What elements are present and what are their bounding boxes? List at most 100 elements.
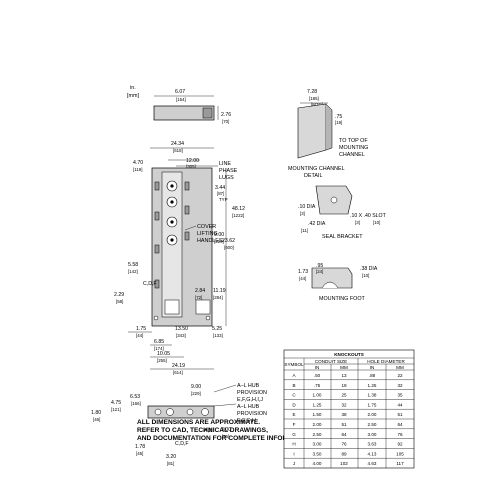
d175-mm: [44] [136,333,143,338]
channel-caption-2: DETAIL [304,173,322,179]
d180-mm: [46] [93,417,100,422]
d300-mm: [76] [222,434,229,439]
d558: 5.58 [128,262,138,268]
foot-d173-mm: [44] [299,276,306,281]
cover-leader [184,225,197,231]
right-slot-2 [184,205,190,215]
col-hole: HOLE DIAMETER [367,359,405,364]
table-cell: J [293,461,295,466]
hub1-line3: E,F,G,H,I,J [237,397,263,403]
d475-mm: [121] [111,407,121,412]
d284: 2.84 [195,288,205,294]
foot-body [311,267,353,289]
table-cell: F [293,422,296,427]
height-dim-mm: [1222] [232,213,244,218]
hub1-leader [213,384,237,393]
top-view-body [153,105,215,121]
d320-mm: [81] [167,461,174,466]
line-label: LINE [219,161,231,167]
table-cell: 51 [397,412,403,417]
foot-hole-left [153,315,159,321]
table-cell: 64 [397,422,403,427]
lifting-label: LIFTING [197,231,218,237]
seal-caption: SEAL BRACKET [322,234,363,240]
d900-bottom-mm: [229] [191,391,201,396]
d1119-mm: [284] [213,295,223,300]
seal-hole [330,196,338,204]
left-slot-2 [154,211,160,221]
seal-slot: .10 X .40 SLOT [350,213,387,219]
table-cell: 13 [341,373,347,378]
sub-mm-2: MM [396,365,404,370]
handles-label: HANDLES [197,238,223,244]
table-cell: 92 [397,442,403,447]
overall-width-dim-mm: [618] [173,148,183,153]
table-cell: 1.38 [368,393,377,398]
foot-hole-right [205,315,211,321]
table-cell: .75 [314,383,321,388]
seal-d10: .10 DIA [298,204,316,210]
note-line-3: AND DOCUMENTATION FOR COMPLETE INFORMATI… [137,435,315,442]
table-cell: .88 [369,373,376,378]
table-cell: 89 [341,451,347,456]
seal-d42-mm: [11] [301,228,308,233]
hub1-line1: A–L HUB [237,383,260,389]
col-conduit: CONDUIT SIZE [315,359,347,364]
top-view-lug [202,107,213,119]
mounting-channel-detail: 7.28 [185] [MTG] .75 [19] TO TOP OF MOUN… [288,89,368,179]
table-cell: I [293,451,294,456]
foot-d95-mm: [24] [316,269,323,274]
d2419-mm: [614] [173,370,183,375]
notes: ALL DIMENSIONS ARE APPROXIMATE. REFER TO… [137,419,315,442]
d180: 1.80 [91,410,101,416]
table-cell: 3.00 [313,442,322,447]
cover-label: COVER [197,224,216,230]
d653: 6.53 [130,394,140,400]
d175: 1.75 [136,326,146,332]
seal-bracket: .10 DIA [3] .42 DIA [11] .10 X .40 SLOT … [298,185,387,240]
table-cell: 1.25 [313,402,322,407]
left-slot-4 [154,279,160,289]
d178-mm: [45] [136,451,143,456]
d344-note: TYP [219,197,228,202]
bottom-ko-2 [166,408,174,416]
d2362: 23.62 [222,238,235,244]
d525-mm: [133] [213,333,223,338]
right-slot-1 [184,181,190,191]
table-cell: 32 [341,402,347,407]
table-cell: B [292,383,295,388]
cdf-bottom: C,D,F [175,441,189,447]
table-cell: A [292,373,296,378]
foot-d173: 1.73 [298,269,308,275]
d1005: 10.05 [157,351,170,357]
bottom-view: 1.80 [46] 4.75 [121] 6.53 [166] 9.00 [22… [91,383,267,466]
hub1-line2: PROVISION [237,390,267,396]
table-cell: 3.50 [313,451,322,456]
hub2-leader [213,403,237,407]
table-cell: 3.63 [368,442,377,447]
d1350: 13.50 [175,326,188,332]
units-mm: [mm] [127,93,139,99]
seal-d42: .42 DIA [308,221,326,227]
sub-in-1: IN [315,365,320,370]
d900-mm: [229] [214,239,224,244]
note-line-1: ALL DIMENSIONS ARE APPROXIMATE. [137,419,260,426]
overall-width-dim: 24.34 [171,141,184,147]
d1119: 11.19 [213,288,226,294]
top-view: 6.07 [154] 2.76 [70] [153,89,231,124]
d1350-mm: [343] [176,333,186,338]
to-top-line1: TO TOP OF [339,138,368,144]
foot-notch [321,281,339,289]
lug-center-4 [170,238,174,242]
table-cell: G [292,432,296,437]
table-cell: 117 [396,461,404,466]
table-cell: 32 [397,383,403,388]
table-cell: 4.00 [313,461,322,466]
d685-mm: [174] [154,346,164,351]
